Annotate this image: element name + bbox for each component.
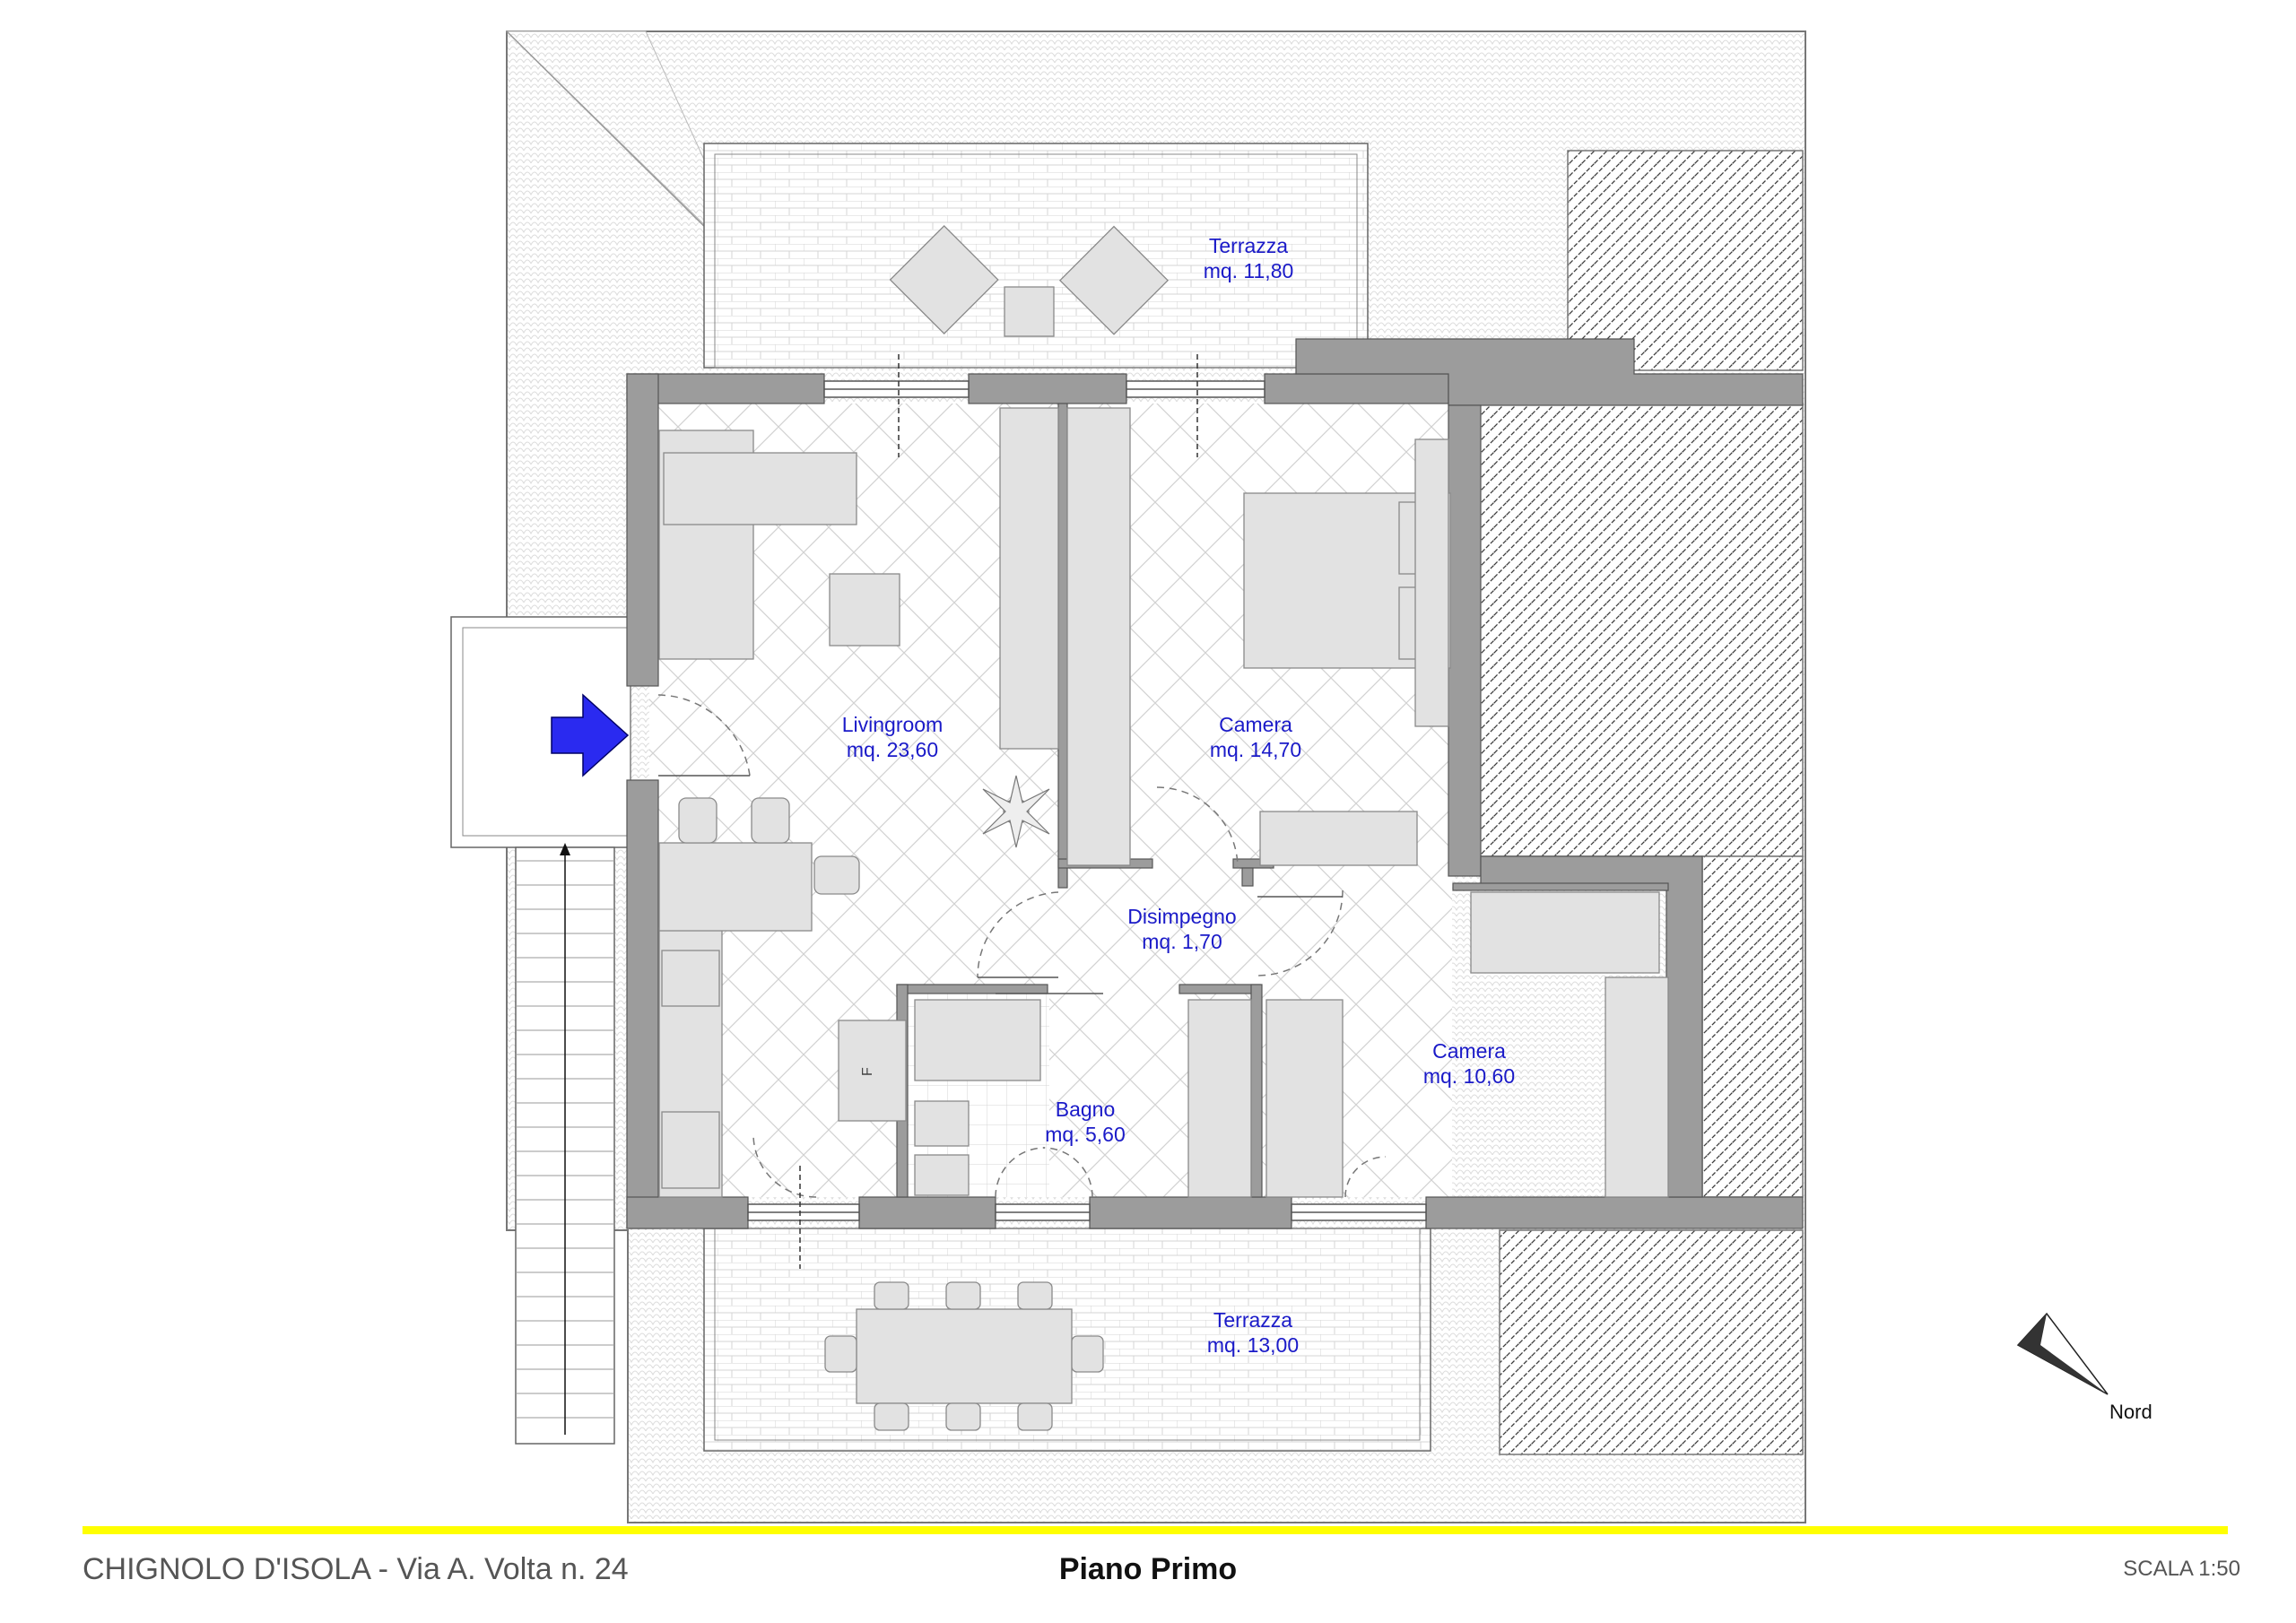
livingroom-name: Livingroom — [842, 713, 944, 736]
external-stair — [515, 843, 615, 1445]
bagno-area: mq. 5,60 — [1045, 1123, 1126, 1146]
footer-address: CHIGNOLO D'ISOLA - Via A. Volta n. 24 — [83, 1552, 629, 1586]
fridge-label: F — [860, 1067, 875, 1076]
camera-2-name: Camera — [1432, 1039, 1506, 1063]
scale-label: SCALA 1:50 — [2123, 1557, 2240, 1581]
camera-1-name: Camera — [1219, 713, 1292, 736]
entry-arrow-icon — [551, 693, 630, 777]
terrazza-south-name: Terrazza — [1213, 1308, 1292, 1332]
camera-1-area: mq. 14,70 — [1210, 738, 1301, 761]
compass-label: Nord — [2109, 1401, 2152, 1423]
furniture — [658, 224, 1669, 1431]
disimpegno-area: mq. 1,70 — [1142, 930, 1222, 953]
terrazza-north-area: mq. 11,80 — [1204, 259, 1294, 282]
footer-divider — [83, 1526, 2228, 1534]
floor-title: Piano Primo — [1058, 1552, 1238, 1586]
room-labels: Terrazza mq. 11,80 Livingroom mq. 23,60 … — [842, 234, 1515, 1357]
plant-icon — [982, 775, 1050, 848]
north-compass-icon: Nord — [2016, 1312, 2152, 1423]
terrazza-north-name: Terrazza — [1209, 234, 1288, 257]
livingroom-area: mq. 23,60 — [847, 738, 938, 761]
bagno-name: Bagno — [1056, 1098, 1116, 1121]
camera-2-area: mq. 10,60 — [1423, 1064, 1515, 1088]
openings — [657, 354, 1427, 1269]
terrazza-south-area: mq. 13,00 — [1207, 1333, 1299, 1357]
disimpegno-name: Disimpegno — [1127, 905, 1236, 928]
